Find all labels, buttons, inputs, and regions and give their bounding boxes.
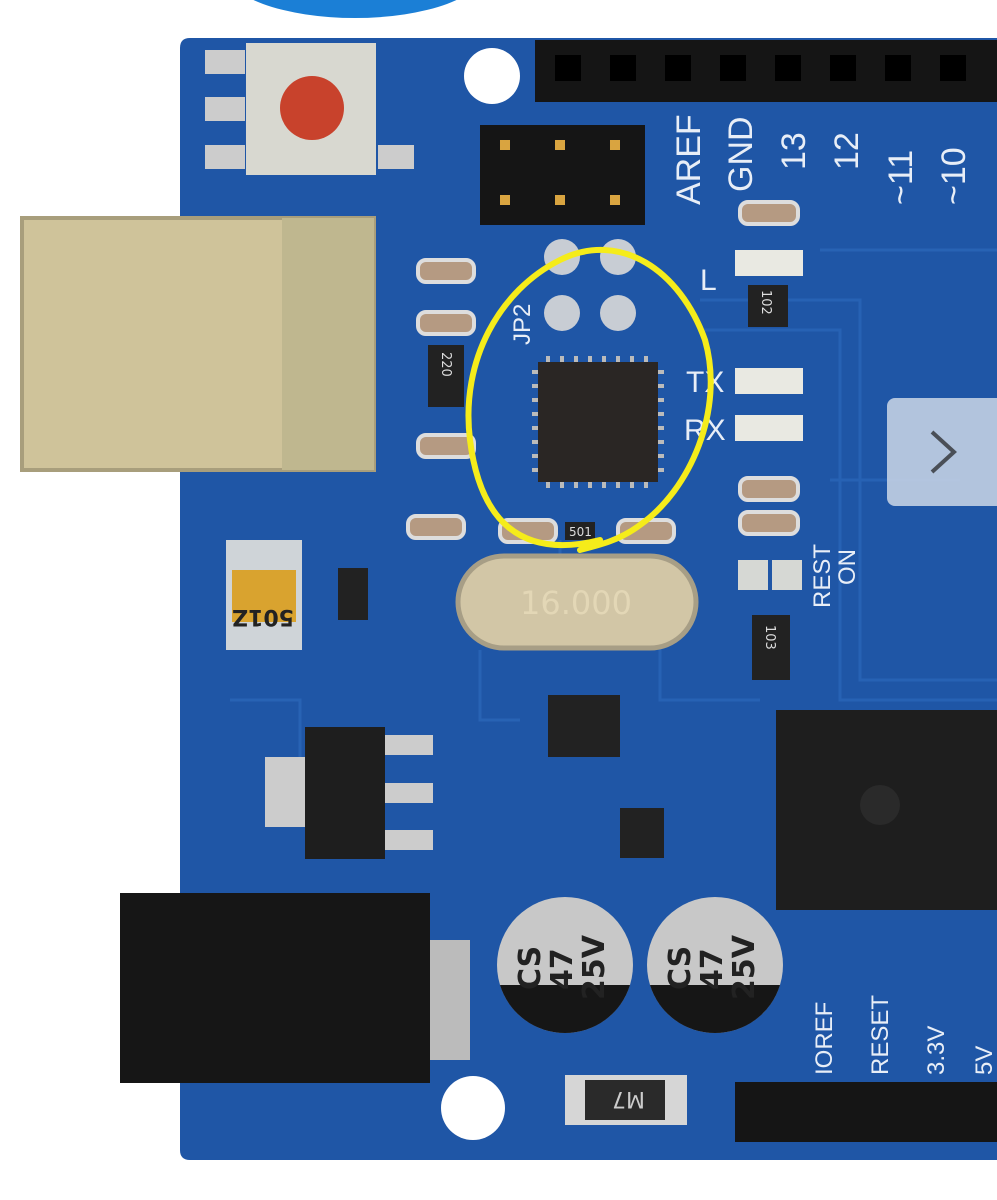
capacitor-marking: 47 <box>545 948 580 990</box>
label-aref: AREF <box>670 114 708 205</box>
resistor-marking: 501 <box>569 525 592 539</box>
annotation-circle <box>465 247 714 553</box>
label-on: ON <box>834 549 861 585</box>
label-jp2: JP2 <box>509 304 536 345</box>
capacitor-marking: CS <box>663 946 698 990</box>
power-header <box>735 1082 997 1142</box>
usb-cable <box>253 0 457 18</box>
resistor-marking: 103 <box>762 625 777 650</box>
digital-header <box>535 40 997 102</box>
diode-marking: M7 <box>612 1086 645 1111</box>
label-10: ~10 <box>935 147 973 205</box>
capacitor-marking: CS <box>513 946 548 990</box>
label-rest: REST <box>809 544 836 608</box>
label-l: L <box>700 264 717 297</box>
atmega16u2-chip <box>538 362 658 482</box>
resistor-marking: 220 <box>438 352 453 377</box>
fuse-marking: 501Z <box>232 604 294 629</box>
chevron-right-icon <box>930 430 957 474</box>
label-12: 12 <box>828 132 866 170</box>
label-5v: 5V <box>971 1046 997 1075</box>
label-3v3: 3.3V <box>923 1026 950 1075</box>
label-gnd: GND <box>722 116 760 192</box>
resistor-marking: 102 <box>758 290 773 315</box>
next-image-button[interactable] <box>887 398 997 506</box>
mounting-hole <box>441 1076 505 1140</box>
voltage-regulator <box>305 727 385 859</box>
dc-power-jack <box>120 893 430 1083</box>
capacitor-marking: 47 <box>695 948 730 990</box>
capacitor-marking: 25V <box>727 934 762 1000</box>
label-tx: TX <box>686 366 724 399</box>
fuse <box>232 570 296 622</box>
capacitor-marking: 25V <box>577 934 612 1000</box>
label-ioref: IOREF <box>811 1002 838 1075</box>
mounting-hole <box>464 48 520 104</box>
label-11: ~11 <box>882 150 920 205</box>
label-13: 13 <box>775 132 813 170</box>
crystal-marking: 16.000 <box>520 584 632 622</box>
diode <box>585 1080 665 1120</box>
label-reset: RESET <box>867 995 894 1075</box>
crystal-oscillator <box>455 553 699 651</box>
